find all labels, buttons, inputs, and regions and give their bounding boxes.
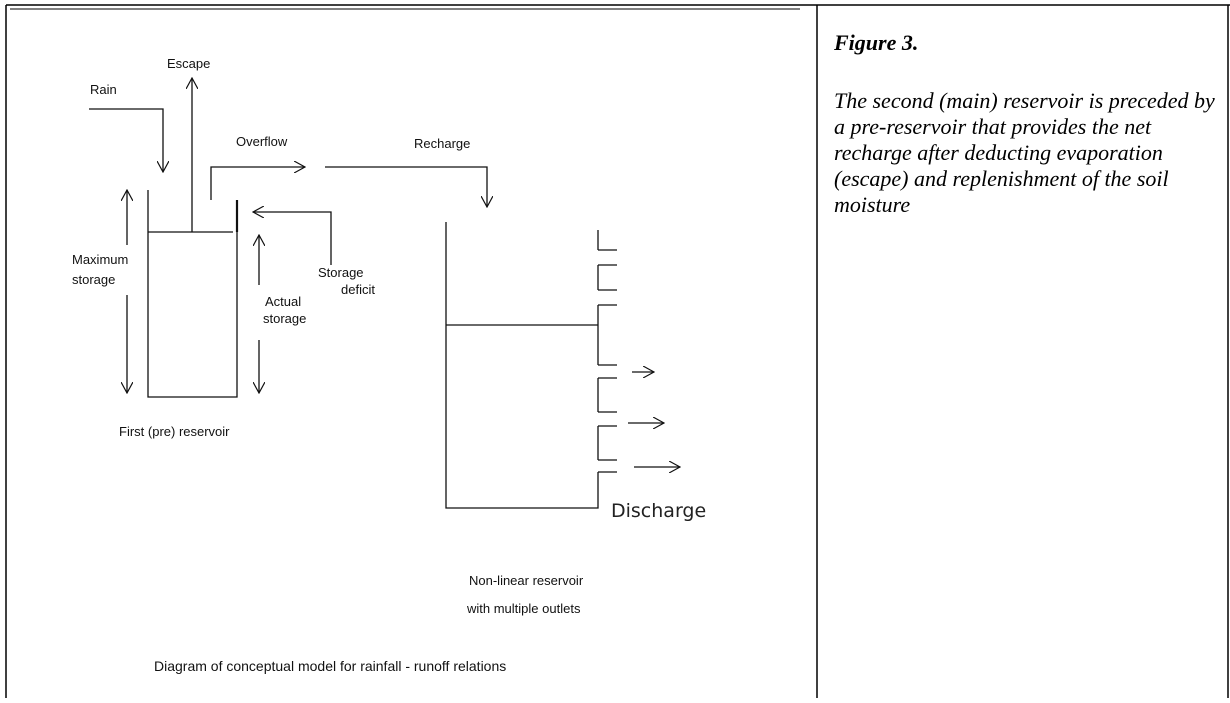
discharge-label: Discharge — [611, 500, 706, 522]
nonlinear-reservoir-label-1: Non-linear reservoir — [469, 573, 584, 588]
recharge-label: Recharge — [414, 136, 470, 151]
first-reservoir-label: First (pre) reservoir — [119, 424, 230, 439]
overflow-arrow — [210, 167, 305, 200]
nonlinear-reservoir — [445, 222, 617, 509]
storage-deficit-label-2: deficit — [341, 282, 375, 297]
pre-reservoir — [147, 190, 239, 398]
diagram-caption: Diagram of conceptual model for rainfall… — [154, 658, 506, 674]
rain-arrow — [89, 108, 163, 172]
figure-description: The second (main) reservoir is preceded … — [834, 88, 1215, 217]
figure-title: Figure 3. — [834, 30, 919, 55]
storage-deficit-arrow — [253, 212, 332, 265]
outlet-arrows — [628, 372, 680, 467]
overflow-label: Overflow — [236, 134, 288, 149]
recharge-arrow — [325, 166, 487, 207]
maximum-storage-label-2: storage — [72, 272, 115, 287]
table-border — [5, 4, 1230, 698]
escape-label: Escape — [167, 56, 210, 71]
rain-label: Rain — [90, 82, 117, 97]
actual-storage-label-2: storage — [263, 311, 306, 326]
nonlinear-reservoir-label-2: with multiple outlets — [466, 601, 581, 616]
maximum-storage-label-1: Maximum — [72, 252, 128, 267]
storage-deficit-label-1: Storage — [318, 265, 364, 280]
actual-storage-label-1: Actual — [265, 294, 301, 309]
